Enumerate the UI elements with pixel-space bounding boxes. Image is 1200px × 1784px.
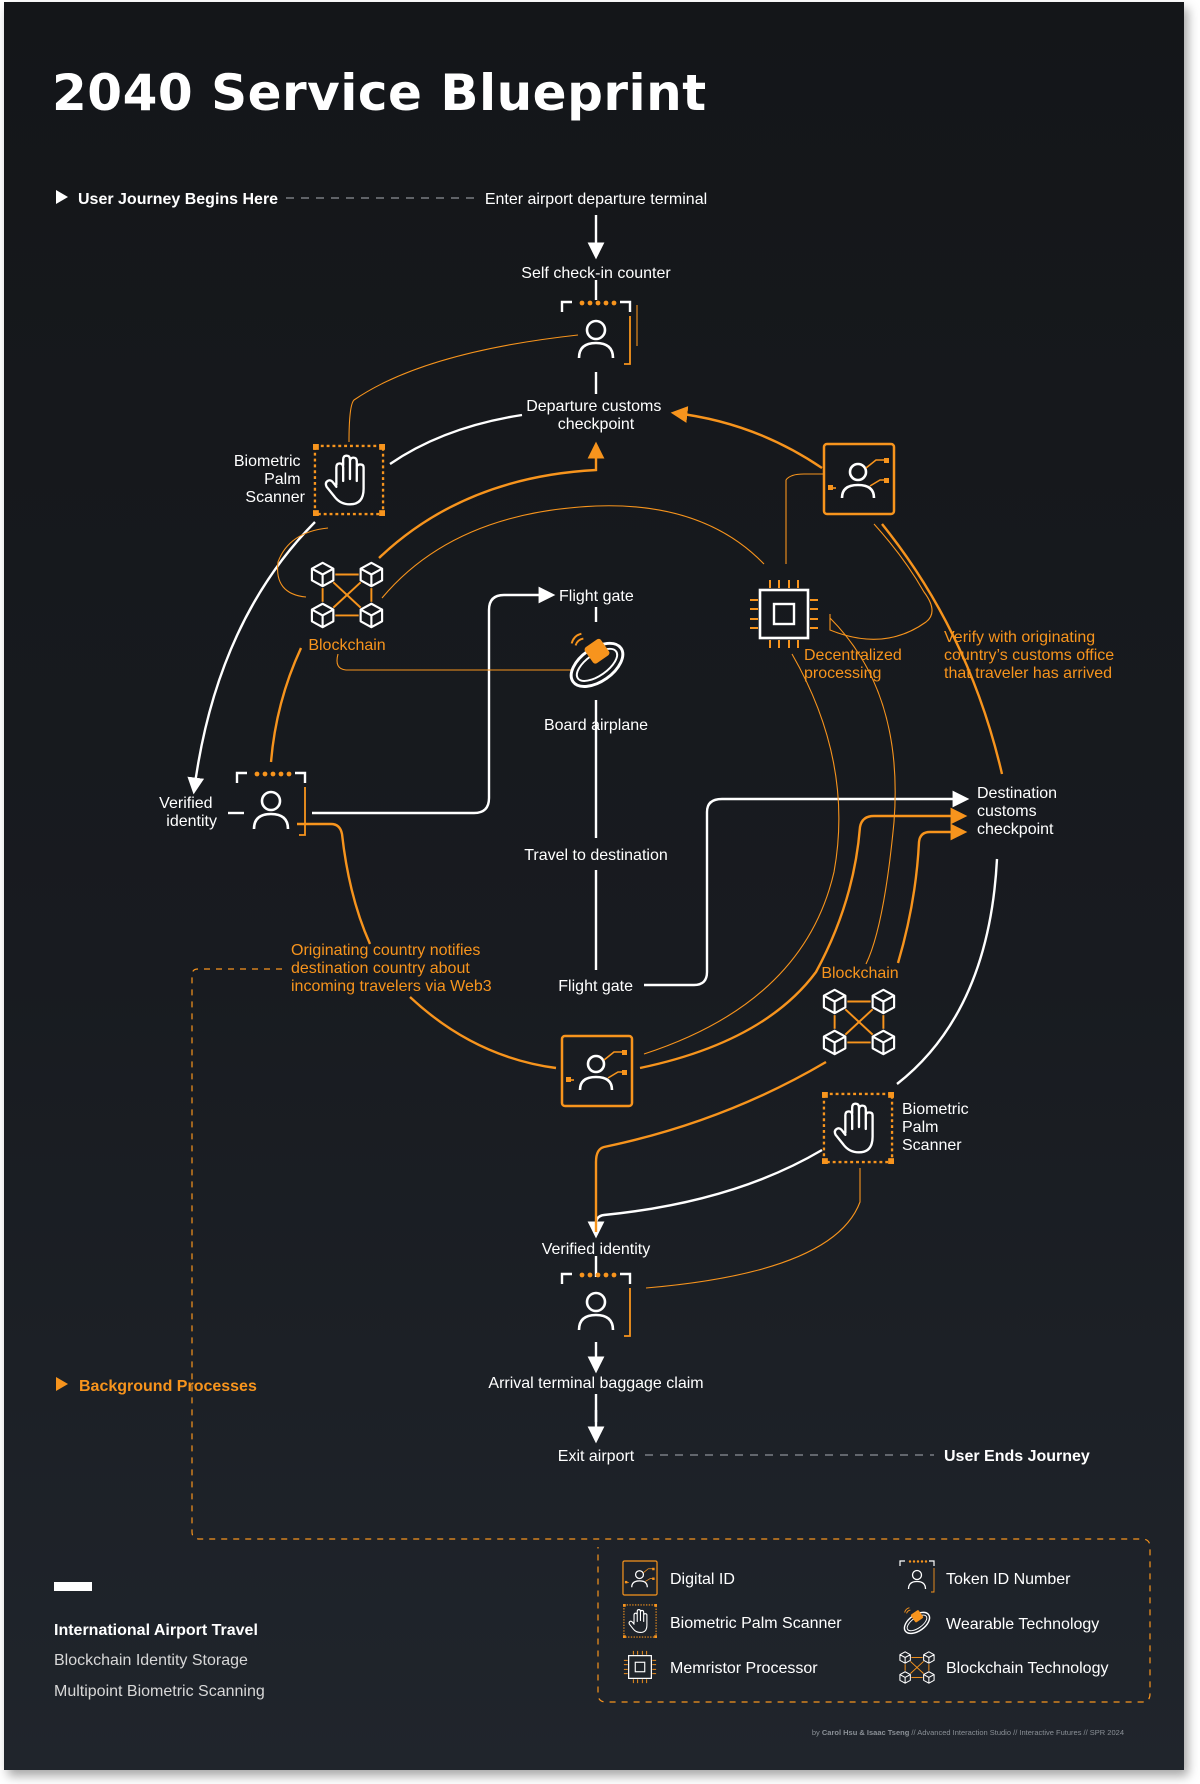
- travel-label: Travel to destination: [524, 847, 667, 864]
- background-flow-lines: [269, 406, 1004, 1232]
- decentralized-label: Decentralized processing: [804, 647, 906, 682]
- credit-authors: Carol Hsu & Isaac Tseng: [821, 1728, 910, 1737]
- blockchain-1-label: Blockchain: [308, 637, 385, 654]
- background-processes-label: Background Processes: [79, 1378, 257, 1395]
- departure-digital-id-icon: [822, 442, 896, 516]
- legend-processor-icon: [623, 1650, 657, 1684]
- journey-start-marker: [56, 190, 68, 204]
- notify-label: Originating country notifies destination…: [291, 942, 492, 995]
- verified-identity-token-icon: [235, 770, 307, 837]
- legend-blockchain-icon: [899, 1651, 935, 1684]
- credit-rest: // Advanced Interaction Studio // Intera…: [911, 1728, 1124, 1737]
- credit-line: by Carol Hsu & Isaac Tseng // Advanced I…: [812, 1728, 1124, 1737]
- poster-title: 2040 Service Blueprint: [52, 64, 707, 122]
- flight-gate-2-label: Flight gate: [558, 978, 633, 995]
- board-airplane-label: Board airplane: [544, 717, 648, 734]
- legend-processor-label: Memristor Processor: [670, 1660, 818, 1677]
- verify-origin-label: Verify with originating country’s custom…: [944, 629, 1119, 682]
- arrival-verified-token-icon: [560, 1271, 632, 1338]
- poster: 2040 Service Blueprint: [4, 2, 1184, 1770]
- legend-token-id-icon: [899, 1559, 935, 1593]
- departure-blockchain-icon: [310, 561, 384, 629]
- wearable-band-icon: [562, 632, 632, 697]
- checkin-token-icon: [560, 299, 632, 366]
- baggage-claim-label: Arrival terminal baggage claim: [488, 1375, 703, 1392]
- destination-customs-label: Destination customs checkpoint: [977, 785, 1062, 838]
- legend-digital-id-icon: [622, 1560, 658, 1596]
- journey-end-label: User Ends Journey: [944, 1448, 1090, 1465]
- legend-token-id-label: Token ID Number: [946, 1571, 1071, 1588]
- exit-airport-label: Exit airport: [558, 1448, 635, 1465]
- arrival-palm-scanner-icon: [822, 1092, 894, 1164]
- legend-digital-id-label: Digital ID: [670, 1571, 735, 1588]
- blockchain-2-label: Blockchain: [821, 965, 898, 982]
- enter-terminal-label: Enter airport departure terminal: [485, 191, 707, 208]
- arrival-blockchain-icon: [822, 988, 896, 1056]
- legend-palm-scanner-icon: [623, 1604, 657, 1638]
- summary-line-2: Multipoint Biometric Scanning: [54, 1683, 265, 1700]
- primary-flow-lines: [187, 215, 999, 1444]
- summary-line-1: Blockchain Identity Storage: [54, 1652, 248, 1669]
- flight-gate-1-label: Flight gate: [559, 588, 634, 605]
- inflight-digital-id-icon: [560, 1034, 634, 1108]
- summary-heading: International Airport Travel: [54, 1622, 258, 1639]
- service-blueprint-diagram: User Journey Begins Here Enter airport d…: [56, 190, 1151, 1703]
- dependency-lines: [277, 305, 933, 1289]
- legend-palm-scanner-label: Biometric Palm Scanner: [670, 1615, 842, 1632]
- dashed-guides: [191, 197, 1151, 1703]
- legend-wearable-label: Wearable Technology: [946, 1616, 1099, 1633]
- palm-scanner-2-label: Biometric Palm Scanner: [902, 1101, 973, 1154]
- credit-by: by: [811, 1728, 820, 1737]
- legend: Digital ID Token ID Number Biometric Pal…: [622, 1559, 1108, 1684]
- departure-customs-label: Departure customs checkpoint: [526, 398, 666, 433]
- checkin-label: Self check-in counter: [521, 265, 671, 282]
- verified-identity-1-label: Verified identity: [159, 795, 217, 830]
- background-marker: [56, 1377, 68, 1391]
- summary-accent-bar: [54, 1582, 92, 1591]
- memristor-processor-icon: [748, 578, 820, 650]
- legend-blockchain-label: Blockchain Technology: [946, 1660, 1108, 1677]
- legend-wearable-icon: [899, 1606, 935, 1639]
- palm-scanner-1-label: Biometric Palm Scanner: [234, 453, 306, 506]
- journey-start-label: User Journey Begins Here: [78, 191, 278, 208]
- departure-palm-scanner-icon: [313, 444, 385, 516]
- verified-identity-2-label: Verified identity: [542, 1241, 651, 1258]
